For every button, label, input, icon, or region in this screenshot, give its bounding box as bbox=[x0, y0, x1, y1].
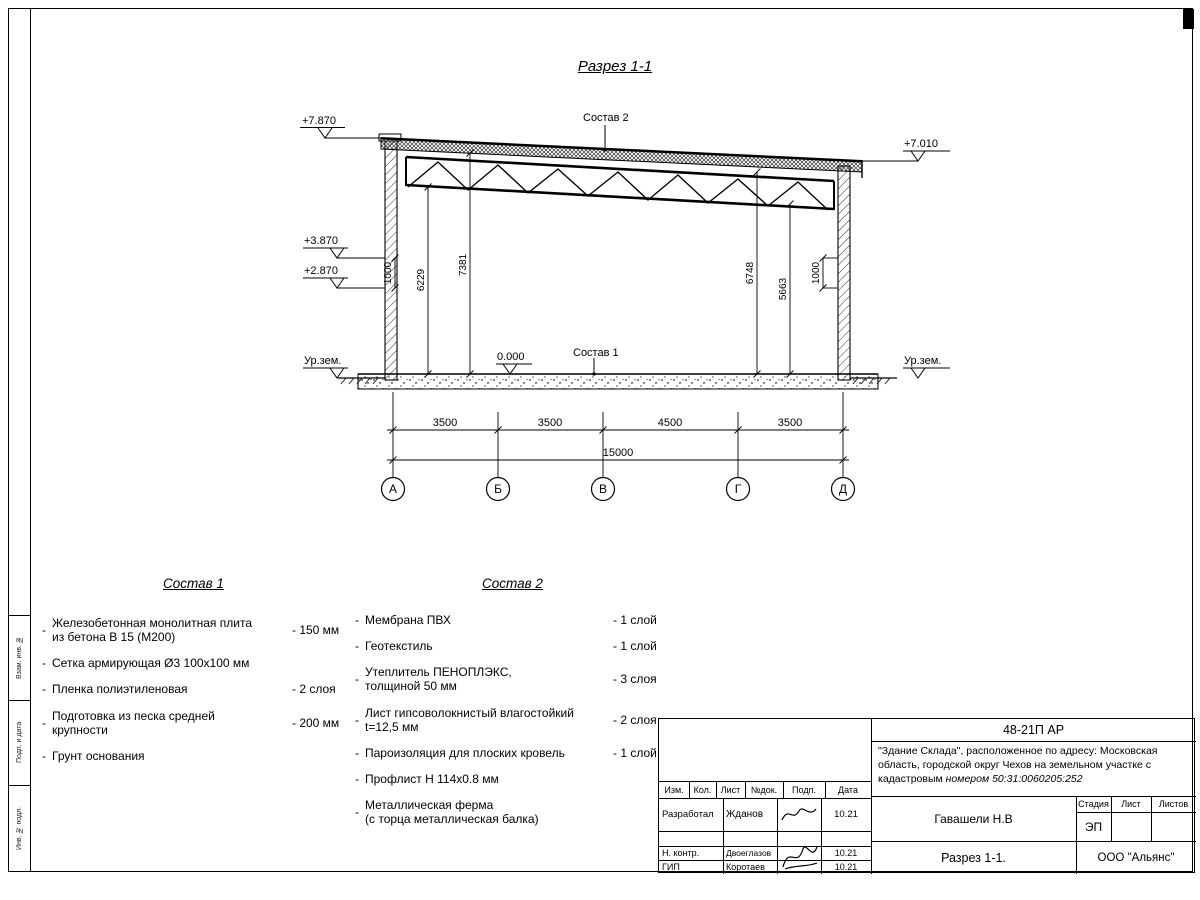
ground-line-right bbox=[850, 377, 897, 385]
margin-divider bbox=[8, 700, 30, 701]
row-role: ГИП bbox=[662, 862, 680, 872]
roof-slab bbox=[380, 137, 863, 178]
company-name: ООО "Альянс" bbox=[1097, 851, 1175, 864]
row-date: 10.21 bbox=[834, 809, 858, 820]
margin-label-podp: Подп. и дата bbox=[16, 721, 23, 764]
roof-truss bbox=[405, 155, 835, 211]
sheet-title: Разрез 1-1. bbox=[941, 850, 1006, 865]
sostav2-list: -Мембрана ПВХ- 1 слой -Геотекстиль- 1 сл… bbox=[355, 613, 685, 839]
list-item: -Сетка армирующая Ø3 100х100 мм bbox=[42, 656, 250, 671]
list-item: -Утеплитель ПЕНОПЛЭКС, толщиной 50 мм- 3… bbox=[355, 665, 657, 694]
row-name: Жданов bbox=[726, 809, 764, 820]
stage-value: ЭП bbox=[1084, 819, 1103, 834]
margin-label-inv: Инв. № подл. bbox=[16, 806, 23, 850]
left-wall bbox=[378, 133, 402, 381]
row-name: Коротаев bbox=[726, 862, 765, 872]
row-date: 10.21 bbox=[834, 862, 858, 872]
corner-stamp-box bbox=[1183, 9, 1194, 29]
list-item: -Подготовка из песка средней крупности- … bbox=[42, 708, 340, 737]
right-wall bbox=[837, 165, 851, 381]
elev-mid1: +3.870 bbox=[304, 235, 338, 247]
left-margin-line bbox=[30, 8, 31, 872]
floor-slab bbox=[357, 373, 879, 390]
ground-label-right: Ур.зем. bbox=[904, 355, 941, 367]
signature-scribble bbox=[782, 846, 818, 870]
list-item: -Пленка полиэтиленовая- 2 слоя bbox=[42, 682, 336, 697]
elev-left-top: +7.870 bbox=[302, 115, 336, 127]
hdim-total: 15000 bbox=[603, 447, 634, 459]
col-ndok: №док. bbox=[750, 784, 778, 795]
vdim-7381: 7381 bbox=[458, 253, 469, 276]
hdim-1: 3500 bbox=[433, 417, 457, 429]
list-item: -Профлист Н 114х0.8 мм bbox=[355, 772, 499, 787]
hdim-2: 3500 bbox=[538, 417, 562, 429]
margin-label-vzam: Взам. инв. № bbox=[16, 636, 23, 679]
sostav1-heading: Состав 1 bbox=[163, 576, 224, 591]
vdim-1000-left: 1000 bbox=[383, 261, 394, 284]
cadastral-number: номером 50:31:0060205:252 bbox=[945, 773, 1083, 786]
list-item: -Железобетонная монолитная плита из бето… bbox=[42, 616, 340, 645]
axis-a: А bbox=[389, 482, 397, 496]
ground-label-left: Ур.зем. bbox=[304, 355, 341, 367]
checked-by-name: Гавашели Н.В bbox=[934, 811, 1013, 826]
project-description: "Здание Склада", расположенное по адресу… bbox=[878, 745, 1158, 786]
row-role: Н. контр. bbox=[662, 848, 700, 858]
margin-divider bbox=[8, 615, 30, 616]
col-list: Лист bbox=[720, 784, 741, 795]
sostav1-list: -Железобетонная монолитная плита из бето… bbox=[42, 616, 372, 775]
vdim-6748: 6748 bbox=[745, 261, 756, 284]
col-kol: Кол. bbox=[693, 784, 712, 795]
sostav2-heading: Состав 2 bbox=[482, 576, 543, 591]
sheet-label: Лист bbox=[1121, 799, 1141, 809]
margin-divider bbox=[8, 785, 30, 786]
list-item: -Пароизоляция для плоских кровель- 1 сло… bbox=[355, 745, 657, 760]
elev-mid2: +2.870 bbox=[304, 265, 338, 277]
elev-right-top: +7.010 bbox=[904, 138, 938, 150]
list-item: -Геотекстиль- 1 слой bbox=[355, 639, 657, 654]
ground-line-left bbox=[338, 377, 385, 385]
col-podp: Подп. bbox=[792, 784, 816, 795]
axis-d: Д bbox=[839, 482, 847, 496]
list-item: -Грунт основания bbox=[42, 748, 145, 763]
signature-scribble bbox=[781, 808, 817, 821]
row-name: Двоеглазов bbox=[726, 848, 772, 858]
section-drawing: +7.870 Состав 2 +7.010 +3.870 +2.870 Ур.… bbox=[300, 112, 950, 502]
hdim-4: 3500 bbox=[778, 417, 802, 429]
row-role: Разработал bbox=[662, 809, 714, 820]
col-data: Дата bbox=[838, 784, 858, 795]
hdim-3: 4500 bbox=[658, 417, 682, 429]
axis-g: Г bbox=[735, 482, 742, 496]
stage-label: Стадия bbox=[1078, 799, 1109, 809]
horizontal-dimensions: 3500 3500 4500 3500 15000 bbox=[387, 392, 849, 477]
axis-bubbles: А Б В Г Д bbox=[380, 476, 856, 502]
elevation-marks: +7.870 Состав 2 +7.010 +3.870 +2.870 Ур.… bbox=[300, 112, 950, 379]
title-block: 48-21П АР "Здание Склада", расположенное… bbox=[658, 718, 1196, 874]
sheet-frame bbox=[8, 8, 1193, 872]
vdim-6229: 6229 bbox=[416, 268, 427, 291]
col-izm: Изм. bbox=[664, 784, 684, 795]
axis-b: Б bbox=[494, 482, 502, 496]
vdim-5663: 5663 bbox=[778, 277, 789, 300]
list-item: -Лист гипсоволокнистый влагостойкий t=12… bbox=[355, 705, 657, 734]
list-item: -Металлическая ферма (с торца металличес… bbox=[355, 798, 539, 827]
list-item: -Мембрана ПВХ- 1 слой bbox=[355, 613, 657, 627]
vdim-1000-right: 1000 bbox=[811, 261, 822, 284]
drawing-title: Разрез 1-1 bbox=[577, 58, 653, 75]
sostav2-ref-label: Состав 2 bbox=[583, 112, 629, 124]
vertical-dimensions: 1000 6229 7381 6748 5663 1000 bbox=[383, 149, 838, 378]
sheets-label: Листов bbox=[1158, 799, 1189, 809]
axis-v: В bbox=[599, 482, 607, 496]
row-date: 10.21 bbox=[834, 848, 858, 858]
document-code: 48-21П АР bbox=[1002, 723, 1065, 737]
elev-zero: 0.000 bbox=[497, 351, 525, 363]
sostav1-ref-label: Состав 1 bbox=[573, 347, 619, 359]
